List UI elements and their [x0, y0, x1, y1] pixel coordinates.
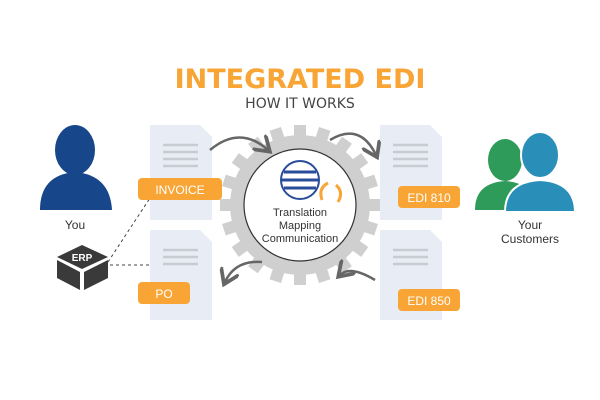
diagram-subtitle: HOW IT WORKS	[245, 96, 355, 112]
hub-line-communication: Communication	[262, 233, 338, 245]
globe-icon	[280, 160, 320, 200]
edi810-label: EDI 810	[407, 191, 451, 205]
hub-line-mapping: Mapping	[279, 220, 321, 232]
gear-tooth	[359, 174, 378, 191]
gear-tooth	[231, 237, 252, 257]
erp-label: ERP	[72, 253, 93, 264]
gear-tooth	[332, 136, 352, 157]
diagram-title: INTEGRATED EDI	[175, 64, 426, 95]
gear-tooth	[248, 253, 268, 274]
invoice-label: INVOICE	[155, 183, 204, 197]
hub-line-translation: Translation	[273, 207, 327, 219]
gear-tooth	[231, 153, 252, 173]
sync-arrows-icon	[319, 181, 343, 203]
customers-label-line1: Your	[518, 218, 542, 232]
erp-invoice-link	[107, 197, 151, 263]
gear-tooth	[314, 127, 331, 146]
invoice-document-icon	[150, 125, 212, 220]
gear-tooth	[222, 174, 241, 191]
customers-icon	[475, 131, 577, 213]
you-person-icon	[40, 125, 112, 210]
edi850-label: EDI 850	[407, 294, 451, 308]
po-tag	[138, 282, 190, 304]
edi850-tag	[398, 289, 460, 311]
customers-label-line2: Customers	[501, 232, 559, 246]
gear-tooth	[269, 127, 286, 146]
document-lines	[163, 143, 428, 266]
gear-tooth	[222, 219, 241, 236]
gear-tooth	[314, 264, 331, 283]
gear-tooth	[364, 199, 380, 211]
gear-tooth	[294, 269, 306, 285]
flow-arrows	[209, 132, 376, 282]
po-document-icon	[150, 230, 212, 320]
erp-cube-icon	[57, 245, 108, 290]
hub-circle	[243, 148, 357, 262]
gear-tooth	[294, 125, 306, 141]
edi810-tag	[398, 186, 460, 208]
gear-tooth	[269, 264, 286, 283]
you-label: You	[65, 218, 85, 232]
gear-tooth	[359, 219, 378, 236]
gear-tooth	[348, 237, 369, 257]
invoice-tag	[138, 178, 222, 200]
gear-tooth	[220, 199, 236, 211]
po-label: PO	[155, 287, 172, 301]
